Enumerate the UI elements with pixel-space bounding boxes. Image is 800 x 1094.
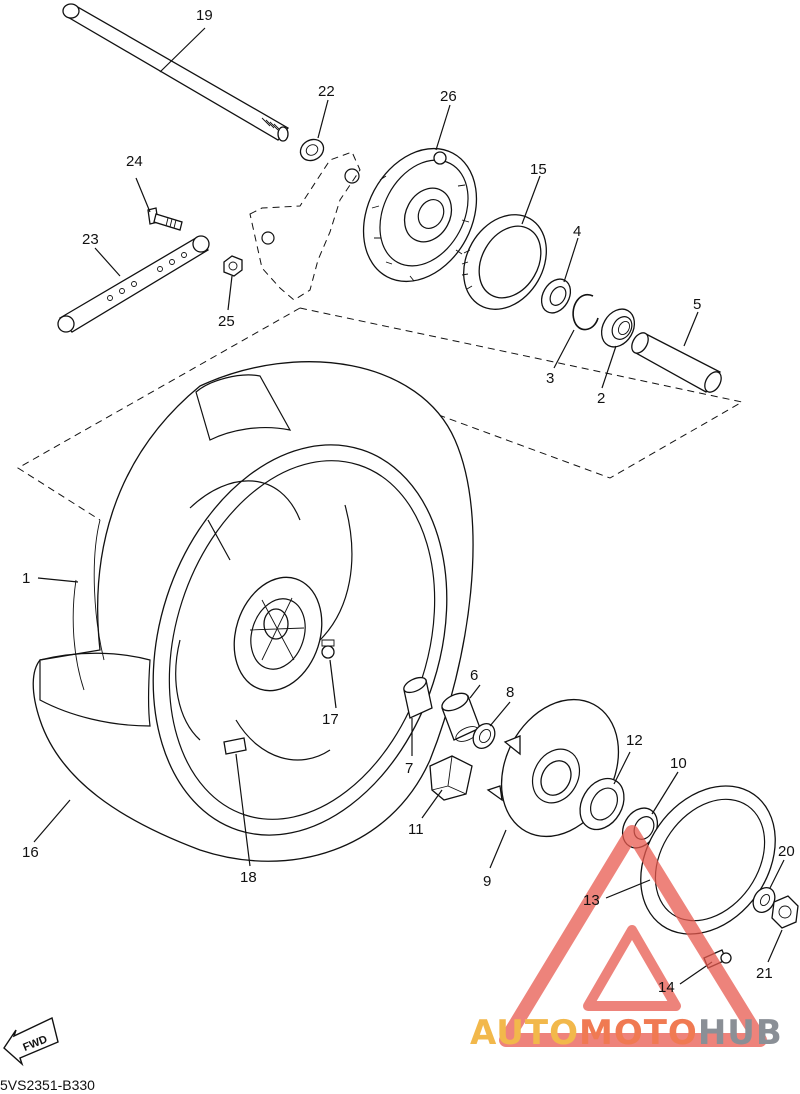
callout-6: 6	[470, 667, 478, 684]
callout-18: 18	[240, 869, 257, 886]
callout-9: 9	[483, 873, 491, 890]
part-washer-20[interactable]	[749, 884, 779, 917]
callout-labels: 19 22 26 15 24 23 4 5 25 3 2 1 6 8 17 12…	[22, 7, 795, 996]
part-hub-plate-26[interactable]	[341, 129, 499, 301]
callout-21: 21	[756, 965, 773, 982]
watermark-part-moto: MOTO	[579, 1013, 698, 1053]
part-bearing-2[interactable]	[595, 303, 641, 353]
part-spacer-5[interactable]	[628, 330, 724, 395]
callout-25: 25	[218, 313, 235, 330]
part-bolt-24[interactable]	[147, 207, 183, 231]
part-seal-12[interactable]	[571, 771, 633, 838]
callout-5: 5	[693, 296, 701, 313]
part-ring-15[interactable]	[447, 200, 563, 325]
callout-22: 22	[318, 83, 335, 100]
callout-24: 24	[126, 153, 143, 170]
watermark-part-auto: AUTO	[470, 1013, 579, 1053]
callout-15: 15	[530, 161, 547, 178]
callout-2: 2	[597, 390, 605, 407]
part-seal-4[interactable]	[536, 274, 577, 318]
part-circlip-3[interactable]	[572, 293, 599, 331]
leader-lines	[33, 27, 785, 985]
callout-14: 14	[658, 979, 675, 996]
callout-4: 4	[573, 223, 581, 240]
part-valve-17[interactable]	[321, 639, 335, 659]
caliper-bracket-outline	[249, 151, 361, 301]
callout-13: 13	[583, 892, 600, 909]
part-damper-11[interactable]	[429, 755, 473, 801]
callout-12: 12	[626, 732, 643, 749]
callout-20: 20	[778, 843, 795, 860]
part-nut-25[interactable]	[223, 255, 243, 277]
automotohub-logo-triangles	[499, 825, 767, 1047]
part-bearing-6[interactable]	[439, 690, 481, 745]
part-axle-19[interactable]	[62, 3, 289, 142]
watermark-part-hub: HUB	[698, 1013, 783, 1053]
callout-17: 17	[322, 711, 339, 728]
callout-19: 19	[196, 7, 213, 24]
callout-8: 8	[506, 684, 514, 701]
callout-1: 1	[22, 570, 30, 587]
callout-10: 10	[670, 755, 687, 772]
part-collar-7[interactable]	[402, 674, 433, 719]
callout-16: 16	[22, 844, 39, 861]
callout-11: 11	[408, 821, 424, 838]
part-nut-21[interactable]	[771, 895, 799, 929]
part-flange-9[interactable]	[479, 679, 642, 857]
diagram-code: 5VS2351-B330	[0, 1077, 95, 1093]
callout-23: 23	[82, 231, 99, 248]
forward-arrow-icon: FWD	[3, 1017, 59, 1067]
watermark-text: AUTOMOTOHUB	[470, 1013, 783, 1053]
callout-26: 26	[440, 88, 457, 105]
automotohub-watermark: AUTOMOTOHUB	[470, 1013, 783, 1053]
part-tension-bar-23[interactable]	[57, 235, 210, 333]
callout-3: 3	[546, 370, 554, 387]
part-collar-22[interactable]	[297, 135, 328, 164]
part-weight-18[interactable]	[223, 737, 247, 755]
callout-7: 7	[405, 760, 413, 777]
part-rim-1[interactable]	[105, 407, 495, 874]
